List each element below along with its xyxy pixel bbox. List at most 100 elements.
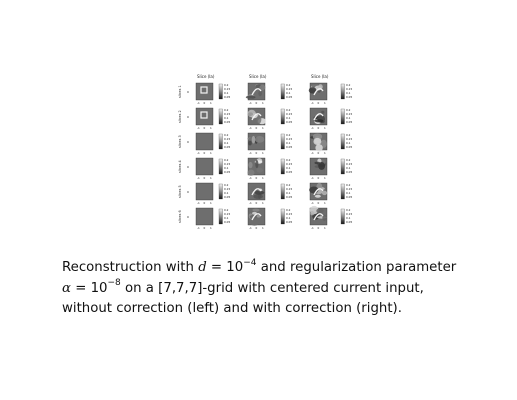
figure-caption: Reconstruction with d = 10−4 and regular… (62, 258, 462, 320)
texture-blob (256, 215, 261, 218)
colorbar-tick: 0.05 (346, 170, 352, 174)
colorbar-tick: 0.2 (346, 83, 351, 87)
colorbar (218, 208, 223, 225)
colorbar-tick: 0.2 (346, 108, 351, 112)
texture-blob (245, 95, 256, 99)
axis-tick: 1 (262, 201, 264, 205)
axis-tick: -1 (311, 226, 314, 230)
colorbar (218, 108, 223, 125)
axis-tick: 1 (324, 201, 326, 205)
colorbar-tick: 0.15 (346, 162, 352, 166)
colorbar-tick: 0.05 (224, 95, 230, 99)
axis-tick: 0 (204, 176, 206, 180)
colorbar-tick: 0.1 (224, 191, 229, 195)
panel-frame (195, 107, 214, 126)
axis-tick: 1 (324, 101, 326, 105)
axis-tick: 0 (256, 101, 258, 105)
axis-tick: -1 (249, 176, 252, 180)
colorbar-tick: 0.2 (346, 133, 351, 137)
colorbar-tick: 0.15 (346, 187, 352, 191)
axis-tick: -1 (311, 126, 314, 130)
panel (247, 157, 266, 176)
colorbar-tick: 0.2 (224, 83, 229, 87)
axis-tick: 1 (262, 176, 264, 180)
colorbar-tick: 0.1 (286, 91, 291, 95)
colorbar-tick: 0.2 (224, 108, 229, 112)
colorbar-tick: 0.2 (286, 158, 291, 162)
axis-tick: 1 (324, 151, 326, 155)
panel (195, 107, 214, 126)
highlight-ring (313, 213, 324, 221)
axis-tick: 0 (256, 176, 258, 180)
panel (195, 157, 214, 176)
row-label: slices 3 (178, 135, 182, 148)
colorbar (280, 133, 285, 150)
axis-tick: 0 (256, 126, 258, 130)
axis-tick: 0 (318, 226, 320, 230)
caption-d-var: d (198, 260, 207, 275)
texture-blob (259, 84, 266, 91)
colorbar-tick: 0.1 (286, 216, 291, 220)
highlight-ring (251, 113, 262, 121)
texture-blob (247, 112, 254, 117)
colorbar-tick: 0.1 (224, 141, 229, 145)
colorbar-tick: 0.2 (224, 133, 229, 137)
column-title: Slice (Ia) (197, 74, 215, 79)
texture-blob (310, 211, 315, 216)
axis-tick: 1 (324, 126, 326, 130)
colorbar (340, 108, 345, 125)
texture-blob (308, 87, 317, 94)
axis-tick: -1 (311, 176, 314, 180)
axis-tick: 0 (204, 226, 206, 230)
axis-tick: -1 (197, 176, 200, 180)
colorbar-tick: 0.15 (224, 162, 230, 166)
caption-d-eq: = 10 (206, 260, 244, 275)
colorbar-tick: 0.1 (346, 166, 351, 170)
panel (247, 132, 266, 151)
caption-text-2: and regularization parameter (256, 260, 457, 275)
texture-blob (315, 144, 323, 152)
axis-tick: 1 (210, 126, 212, 130)
texture-blob (247, 169, 255, 176)
highlight-ring (313, 113, 324, 121)
colorbar (280, 208, 285, 225)
axis-tick: 0 (318, 151, 320, 155)
colorbar (218, 133, 223, 150)
colorbar-tick: 0.15 (346, 87, 352, 91)
texture-blob (312, 133, 323, 140)
axis-tick: 0 (204, 101, 206, 105)
colorbar-tick: 0.15 (286, 87, 292, 91)
axis-tick: 0 (204, 126, 206, 130)
colorbar-tick: 0.15 (286, 162, 292, 166)
panel (309, 132, 328, 152)
texture-blob (254, 190, 265, 195)
panel-frame (195, 132, 214, 151)
colorbar-tick: 0.05 (346, 220, 352, 224)
colorbar-tick: 0.2 (286, 208, 291, 212)
axis-tick: -1 (249, 226, 252, 230)
colorbar-tick: 0.2 (346, 183, 351, 187)
panel (309, 182, 328, 201)
colorbar (218, 83, 223, 100)
colorbar-tick: 0.1 (346, 116, 351, 120)
colorbar-tick: 0.05 (286, 120, 292, 124)
colorbar-tick: 0.05 (224, 170, 230, 174)
highlight-ring (251, 213, 262, 221)
texture-blob (255, 160, 259, 169)
highlight-ring (251, 88, 262, 96)
axis-tick: 1 (262, 126, 264, 130)
texture-blob (321, 110, 325, 114)
colorbar-tick: 0.1 (286, 141, 291, 145)
colorbar-tick: 0.05 (286, 220, 292, 224)
source-marker (200, 111, 208, 119)
colorbar-tick: 0.05 (346, 195, 352, 199)
source-marker (200, 86, 208, 94)
colorbar-tick: 0.1 (346, 141, 351, 145)
texture-blob (314, 161, 321, 165)
texture-blob (248, 161, 253, 169)
colorbar (280, 183, 285, 200)
texture-blob (256, 115, 262, 124)
texture-blob (256, 167, 264, 173)
axis-tick: 1 (210, 151, 212, 155)
